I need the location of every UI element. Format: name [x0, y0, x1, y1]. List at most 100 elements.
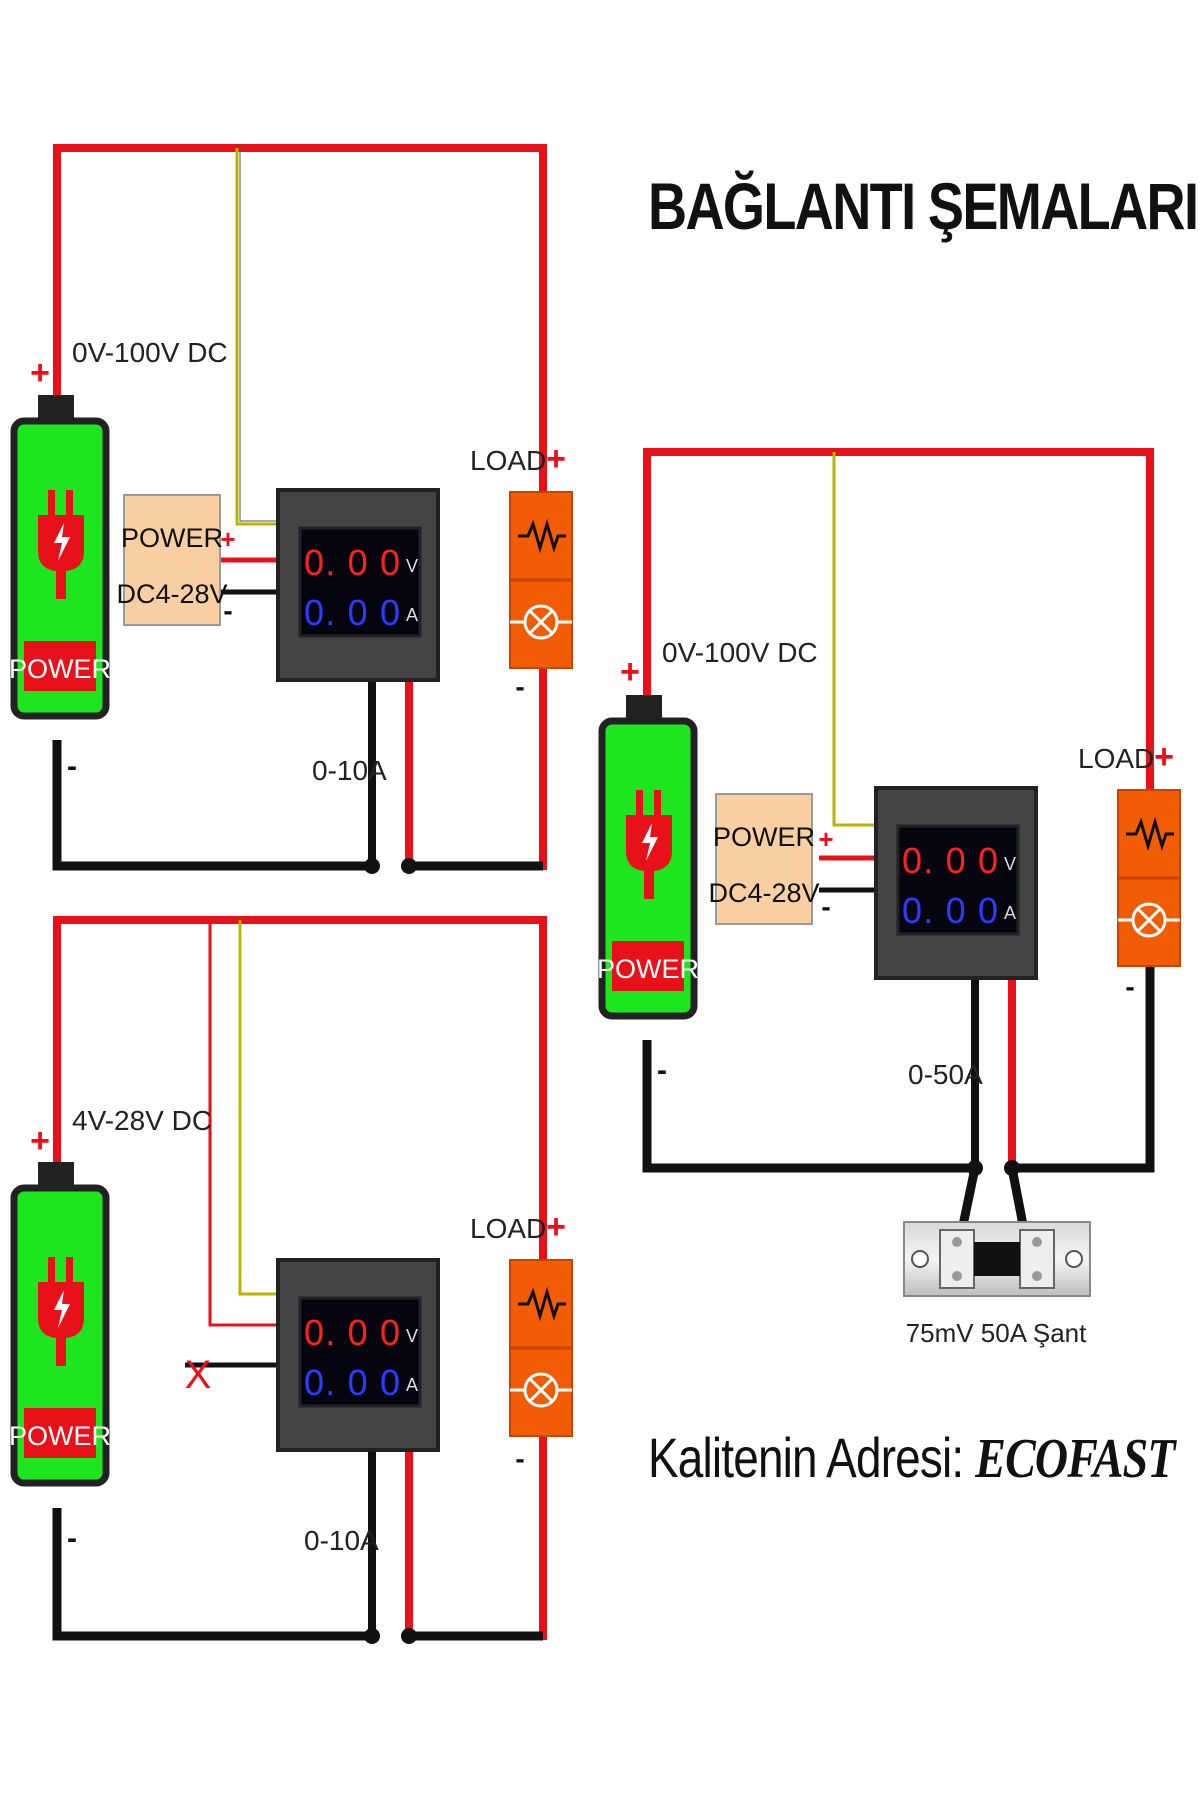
load-minus-sign: - — [515, 1443, 524, 1474]
meter-voltage-digits: 0. 0 0 — [304, 1312, 400, 1353]
shunt-hole — [1065, 1250, 1083, 1268]
lamp-cross — [1136, 907, 1162, 933]
source-voltage-label: 4V-28V DC — [72, 1105, 212, 1136]
battery-label-bg — [24, 1408, 96, 1458]
plug-prong — [654, 790, 661, 818]
footer-slogan: Kalitenin Adresi: ECOFAST — [648, 1425, 1175, 1491]
lightning-bolt — [54, 523, 70, 561]
volt-amp-meter: 0. 0 00. 0 0VA — [276, 1258, 440, 1452]
junction-dot — [967, 1160, 983, 1176]
load-plus-sign: + — [546, 440, 566, 478]
battery: POWER — [9, 395, 111, 720]
battery-label-bg — [612, 941, 684, 991]
battery-minus-sign: - — [657, 1054, 667, 1087]
meter-current-digits: 0. 0 0 — [902, 890, 998, 931]
shunt-element — [974, 1242, 1020, 1276]
sense-wire-yellow — [238, 920, 278, 1296]
load-label: LOAD — [1078, 743, 1154, 774]
meter-voltage-digits: 0. 0 0 — [902, 840, 998, 881]
load-block — [509, 491, 573, 669]
shunt-label: 75mV 50A Şant — [906, 1318, 1087, 1348]
junction-dot — [364, 1628, 380, 1644]
resistor-icon — [518, 518, 566, 554]
load-return-wire — [1012, 965, 1155, 1173]
load-block — [1117, 789, 1181, 967]
battery: POWER — [9, 1162, 111, 1487]
source-voltage-label: 0V-100V DC — [662, 637, 818, 668]
load-plus-sign: + — [546, 1208, 566, 1246]
plug-icon — [38, 1257, 84, 1366]
meter-current-digits: 0. 0 0 — [304, 1362, 400, 1403]
load-minus-sign: - — [1125, 971, 1134, 1002]
shunt-left-lead — [957, 1167, 980, 1231]
plug-icon — [626, 790, 672, 899]
load-label: LOAD — [470, 445, 546, 476]
battery-plus-sign: + — [30, 1122, 50, 1160]
current-range-label: 0-50A — [908, 1059, 983, 1090]
meter-volt-unit: V — [406, 556, 418, 576]
battery-label: POWER — [9, 1421, 111, 1451]
lamp-cross — [528, 609, 554, 635]
positive-wire — [53, 916, 547, 1262]
supply-box-title: POWER — [121, 523, 223, 553]
negative-wire — [52, 1508, 372, 1641]
meter-volt-unit: V — [406, 1326, 418, 1346]
shunt-hole — [911, 1250, 929, 1268]
plug-prong — [636, 790, 643, 818]
battery-minus-sign: - — [67, 1522, 77, 1555]
meter-display — [298, 1296, 422, 1408]
footer-prefix: Kalitenin Adresi: — [648, 1426, 976, 1489]
load-minus-sign: - — [515, 671, 524, 702]
supply-box-range: DC4-28V — [116, 579, 227, 609]
plug-head — [38, 1282, 84, 1366]
plug-icon — [38, 490, 84, 599]
junction-dot — [401, 1628, 417, 1644]
shunt-screw — [952, 1271, 962, 1281]
current-range-label: 0-10A — [304, 1525, 379, 1556]
load-label: LOAD — [470, 1213, 546, 1244]
shunt-right-lead — [1007, 1167, 1029, 1231]
load-plus-sign: + — [1154, 738, 1174, 776]
meter-display — [298, 526, 422, 638]
plug-prong — [66, 1257, 73, 1285]
page-title: BAĞLANTI ŞEMALARI — [648, 169, 1199, 243]
volt-amp-meter: 0. 0 00. 0 0VA — [874, 786, 1038, 980]
positive-wire — [643, 448, 1154, 792]
plug-head — [38, 515, 84, 599]
sense-wire-yellow — [832, 452, 876, 827]
source-voltage-label: 0V-100V DC — [72, 337, 228, 368]
shunt-body — [903, 1221, 1091, 1297]
shunt-screw — [952, 1237, 962, 1247]
positive-wire — [53, 144, 547, 495]
meter-amp-unit: A — [406, 605, 418, 625]
battery-plus-sign: + — [30, 354, 50, 392]
load-block — [509, 1259, 573, 1437]
sense-wire-yellow — [235, 148, 278, 526]
meter-voltage-digits: 0. 0 0 — [304, 542, 400, 583]
supply-box-body — [715, 793, 813, 925]
supply-minus-sign: - — [821, 891, 830, 922]
battery-minus-sign: - — [67, 750, 77, 783]
negative-wire — [642, 1040, 975, 1173]
meter-volt-unit: V — [1004, 854, 1016, 874]
lamp-cross — [528, 1377, 554, 1403]
disconnect-mark: X — [185, 1353, 212, 1397]
shunt-screw — [1032, 1271, 1042, 1281]
volt-amp-meter: 0. 0 00. 0 0VA — [276, 488, 440, 682]
meter-display — [896, 824, 1020, 936]
footer-brand: ECOFAST — [975, 1428, 1175, 1490]
plug-prong — [48, 1257, 55, 1285]
battery: POWER — [597, 695, 699, 1020]
shunt-screw — [1032, 1237, 1042, 1247]
supply-minus-sign: - — [223, 595, 232, 626]
negative-wire — [52, 740, 372, 871]
battery-label: POWER — [597, 954, 699, 984]
meter-red-sense-wire — [208, 920, 278, 1327]
battery-label: POWER — [9, 654, 111, 684]
